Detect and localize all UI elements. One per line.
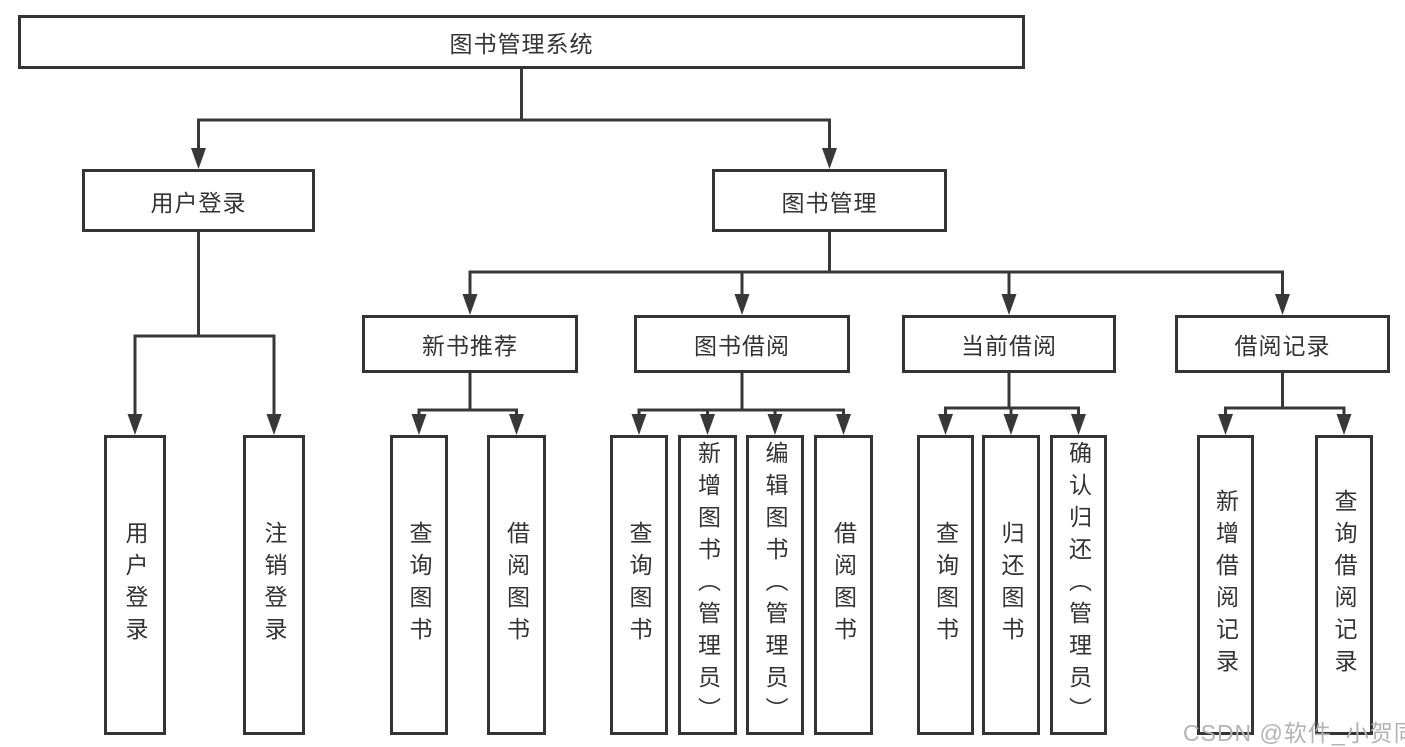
leaf-current-confirm-return-admin: 确认归还（管理员） (1050, 435, 1107, 735)
leaf-borrowing-edit-books-admin: 编辑图书（管理员） (746, 435, 804, 735)
leaf-newbook-query-books: 查询图书 (390, 435, 448, 735)
leaf-current-return-books: 归还图书 (982, 435, 1040, 735)
node-book-borrowing: 图书借阅 (634, 315, 850, 373)
node-user-login: 用户登录 (82, 169, 315, 232)
node-new-book-recommend: 新书推荐 (362, 315, 578, 373)
node-library-system: 图书管理系统 (18, 15, 1025, 69)
leaf-borrowing-query-books: 查询图书 (610, 435, 668, 735)
leaf-borrowing-borrow-books: 借阅图书 (814, 435, 873, 735)
watermark: CSDN @软件_小贺同学 (1183, 720, 1405, 746)
node-book-management: 图书管理 (712, 169, 947, 232)
leaf-login-user-login: 用户登录 (104, 435, 166, 735)
leaf-newbook-borrow-books: 借阅图书 (487, 435, 546, 735)
leaf-current-query-books: 查询图书 (917, 435, 974, 735)
leaf-records-query-record: 查询借阅记录 (1315, 435, 1373, 735)
node-borrow-records: 借阅记录 (1175, 315, 1390, 373)
leaf-records-add-record: 新增借阅记录 (1197, 435, 1254, 735)
node-current-borrowing: 当前借阅 (902, 315, 1116, 373)
leaf-login-logout: 注销登录 (243, 435, 305, 735)
leaf-borrowing-add-books-admin: 新增图书（管理员） (678, 435, 737, 735)
